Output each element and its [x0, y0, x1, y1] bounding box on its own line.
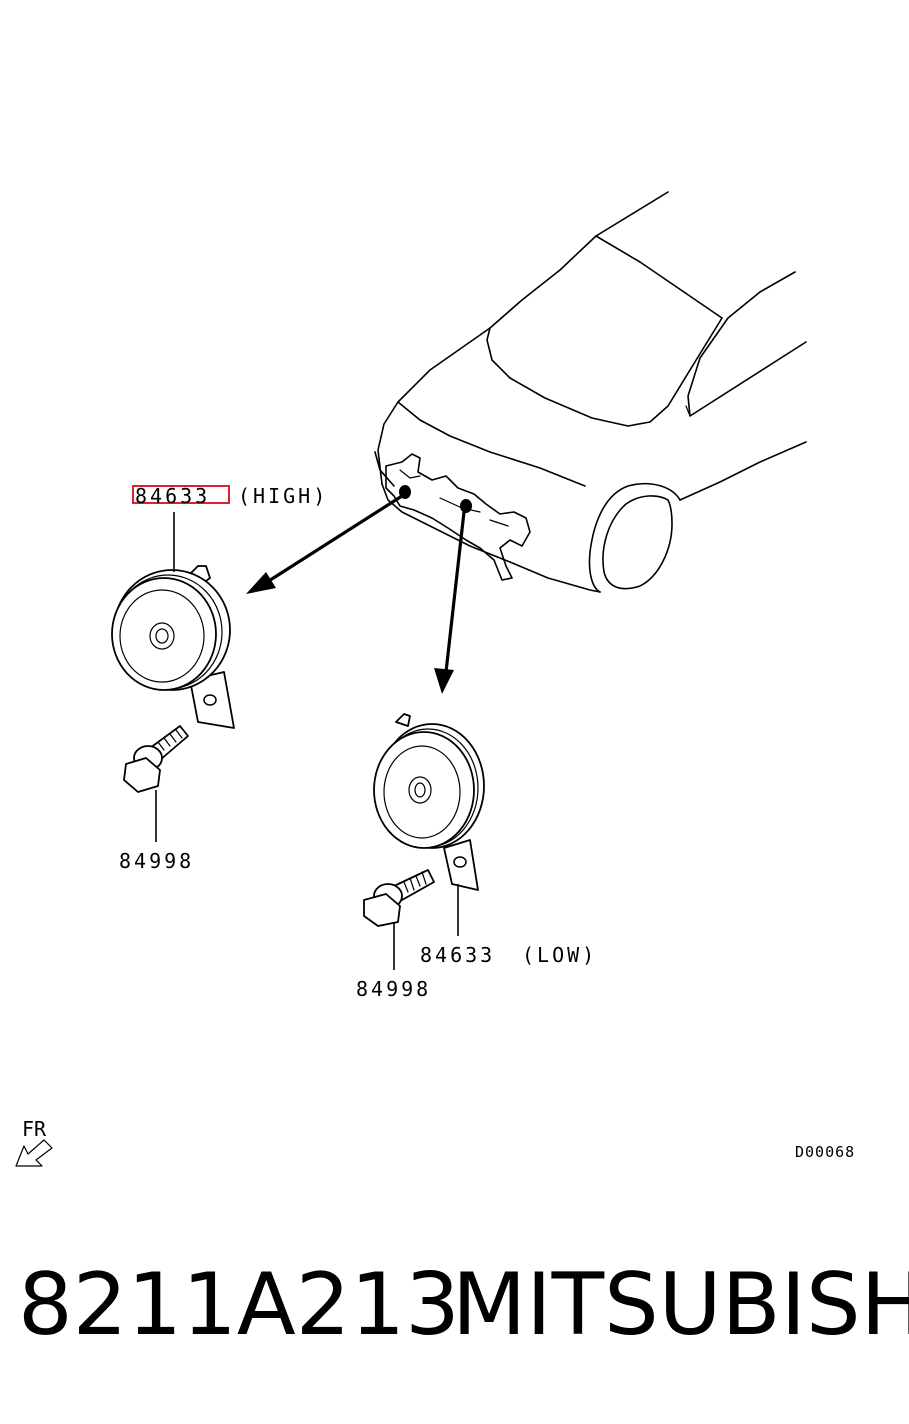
bolt-left-part-label: 84998 [119, 849, 194, 873]
low-horn-note: (LOW) [522, 943, 597, 967]
bolt-right-part-label: 84998 [356, 977, 431, 1001]
diagram-code: D00068 [795, 1143, 855, 1161]
bolt-left-illustration [123, 725, 189, 793]
front-marker-label: FR [22, 1117, 47, 1141]
car-front-illustration [374, 191, 807, 593]
high-horn-highlight-box [132, 485, 230, 504]
arrow-to-high-horn [246, 494, 403, 594]
arrow-to-low-horn [434, 511, 466, 694]
brand-caption: MITSUBISHI [452, 1255, 909, 1355]
high-horn-illustration [111, 565, 235, 729]
part-number-caption: 8211A213 [18, 1255, 460, 1355]
low-horn-part-label: 84633 [420, 943, 495, 967]
front-direction-arrow-icon [15, 1139, 53, 1167]
high-horn-part-label: 84633 [135, 484, 210, 508]
low-horn-illustration [373, 713, 485, 891]
bolt-right-illustration [363, 869, 435, 927]
high-horn-note: (HIGH) [238, 484, 328, 508]
